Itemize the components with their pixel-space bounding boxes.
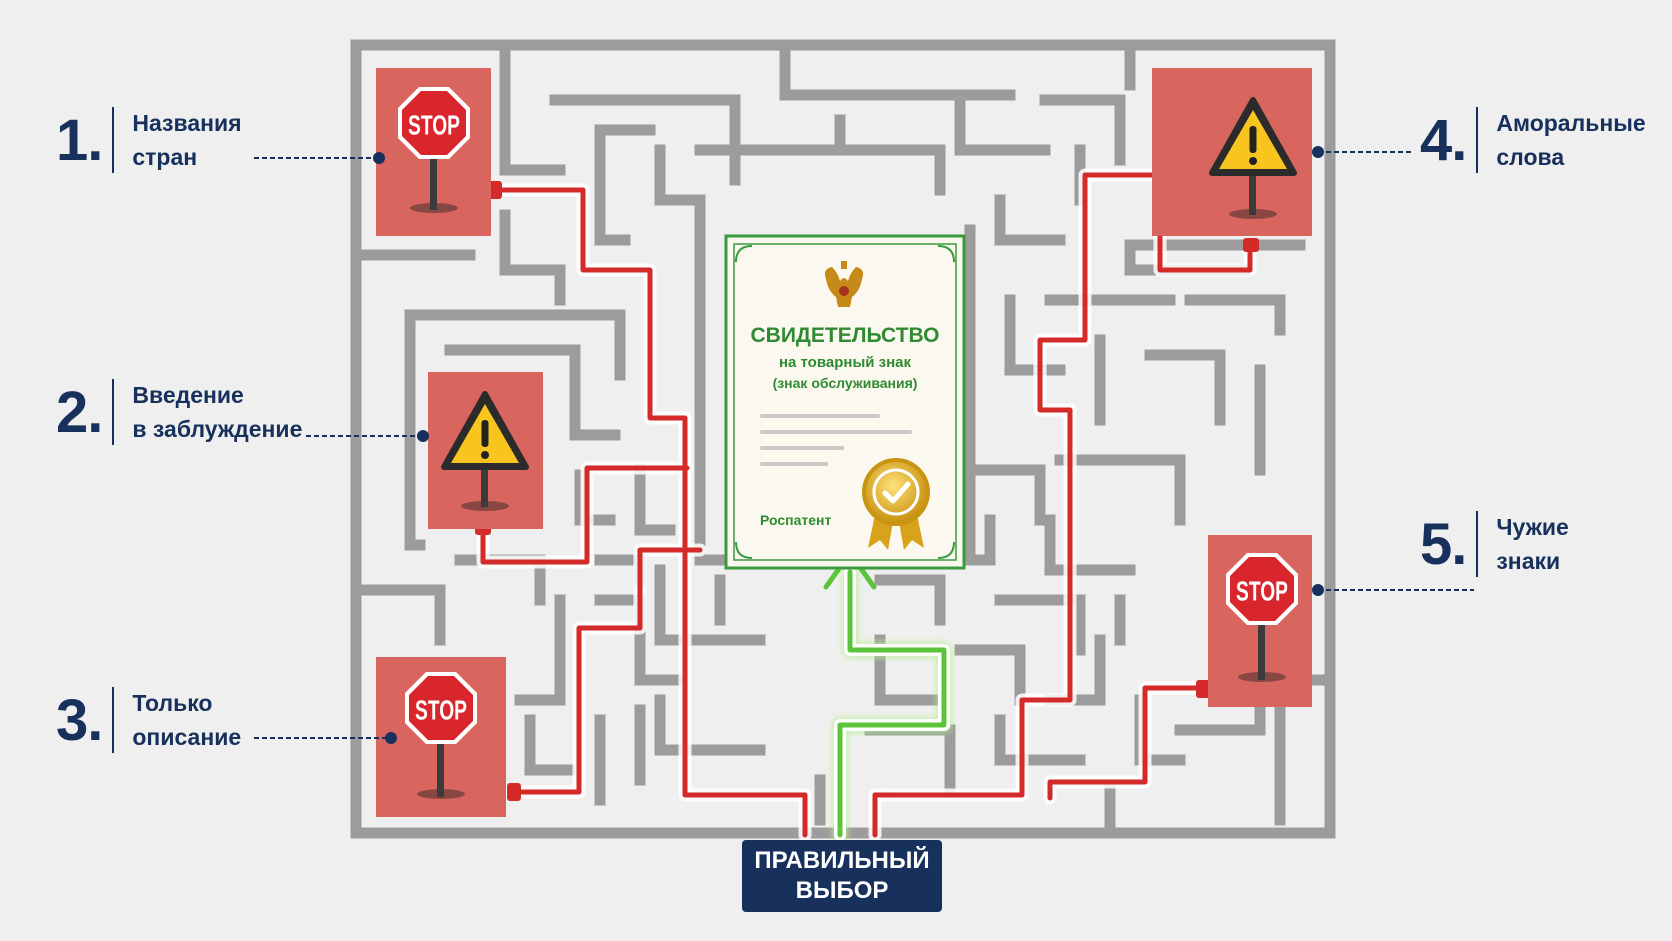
wrong-paths: [475, 168, 1259, 842]
leader-lines: [254, 151, 1474, 739]
stop-sign-icon: STOP: [1226, 553, 1298, 682]
sign-tile-2: [428, 372, 543, 529]
stop-sign-icon: STOP: [398, 87, 470, 213]
correct-choice-line-2: ВЫБОР: [795, 877, 889, 904]
item-text: Названия стран: [132, 110, 242, 170]
certificate-title: СВИДЕТЕЛЬСТВО: [751, 324, 940, 347]
item-text: Аморальные слова: [1496, 110, 1646, 170]
label-item-4: 4. Аморальные слова: [1420, 106, 1646, 174]
certificate-subtitle-2: (знак обслуживания): [773, 375, 918, 391]
checkmark-seal-icon: [862, 458, 930, 550]
certificate-issuer: Роспатент: [760, 512, 831, 528]
sign-tile-3: STOP: [376, 657, 506, 817]
item-text: Чужие знаки: [1496, 514, 1569, 574]
correct-choice-line-1: ПРАВИЛЬНЫЙ: [754, 847, 930, 874]
label-item-2: 2. Введение в заблуждение: [56, 378, 302, 446]
sign-tile-4: [1152, 68, 1312, 236]
divider: [112, 379, 115, 445]
divider: [1476, 107, 1479, 173]
label-item-3: 3. Только описание: [56, 686, 241, 754]
stop-sign-icon: STOP: [405, 672, 477, 799]
item-number: 1.: [56, 107, 103, 173]
svg-text:STOP: STOP: [415, 695, 467, 726]
item-number: 5.: [1420, 511, 1467, 577]
item-text: Только описание: [132, 690, 242, 750]
certificate-subtitle-1: на товарный знак: [779, 354, 912, 371]
divider: [1476, 511, 1479, 577]
item-number: 4.: [1420, 107, 1467, 173]
warning-sign-icon: [1209, 97, 1297, 219]
svg-text:STOP: STOP: [1236, 576, 1288, 607]
sign-tile-5: STOP: [1208, 535, 1312, 707]
label-item-5: 5. Чужие знаки: [1420, 510, 1569, 578]
double-headed-eagle-icon: [824, 261, 864, 307]
warning-sign-icon: [441, 391, 529, 511]
correct-path: [823, 550, 952, 843]
item-text: Введение в заблуждение: [132, 382, 303, 442]
correct-choice-button[interactable]: ПРАВИЛЬНЫЙ ВЫБОР: [742, 840, 942, 912]
divider: [112, 107, 115, 173]
certificate: СВИДЕТЕЛЬСТВО на товарный знак (знак обс…: [724, 234, 966, 570]
item-number: 2.: [56, 379, 103, 445]
divider: [112, 687, 115, 753]
label-item-1: 1. Названия стран: [56, 106, 242, 174]
svg-text:STOP: STOP: [408, 110, 460, 141]
sign-tile-1: STOP: [376, 68, 491, 236]
item-number: 3.: [56, 687, 103, 753]
